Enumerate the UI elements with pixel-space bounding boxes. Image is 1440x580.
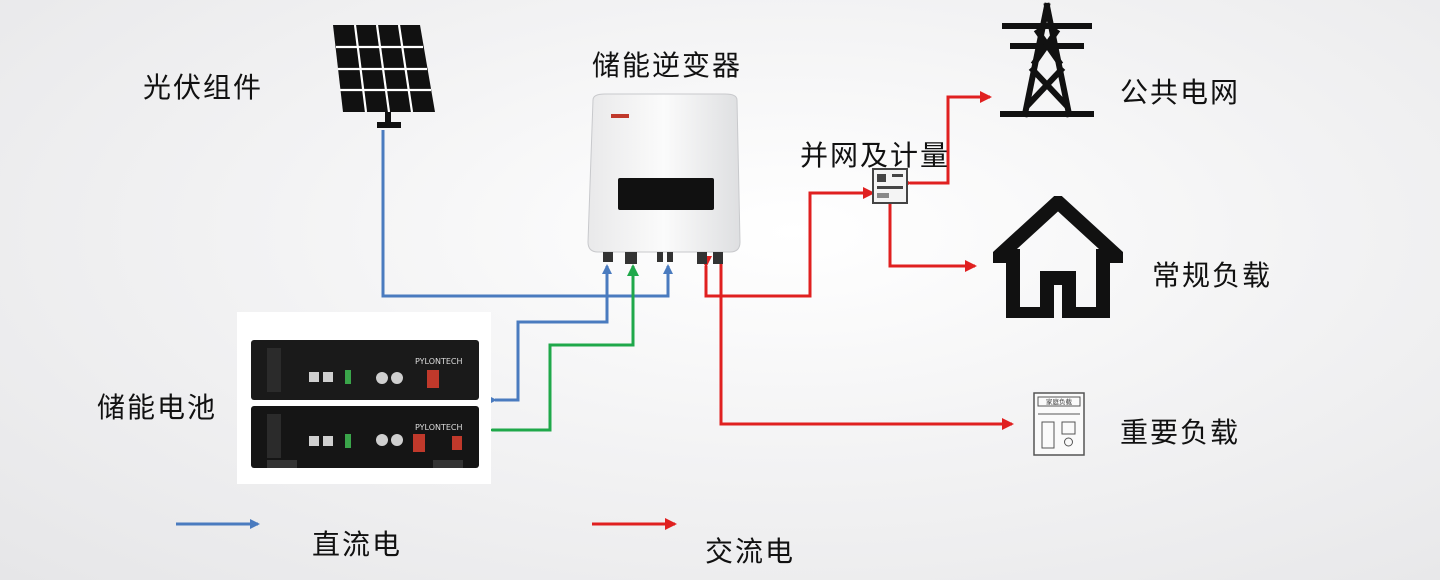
battery-card: PYLONTECH PYLONTECH [237, 312, 491, 484]
transmission-tower-icon [1000, 2, 1094, 118]
battery-green-wire [482, 264, 639, 436]
important-load-box-label: 家庭负载 [1046, 397, 1073, 406]
legend-ac-label: 交流电 [705, 535, 796, 568]
grid-metering-label: 并网及计量 [800, 139, 951, 172]
public-grid-label: 公共电网 [1120, 76, 1241, 109]
inverter-icon [587, 93, 741, 264]
inverter-to-important-load-wire [719, 262, 1014, 430]
battery-brand-top: PYLONTECH [415, 357, 463, 366]
storage-battery-label: 储能电池 [97, 391, 218, 424]
legend-dc-label: 直流电 [312, 528, 403, 561]
inverter-to-meter-wire [700, 187, 875, 298]
battery-rack-icon: PYLONTECH PYLONTECH [251, 340, 479, 468]
meter-to-grid-wire [900, 91, 992, 189]
important-load-label: 重要负载 [1120, 416, 1241, 449]
storage-inverter-label: 储能逆变器 [592, 49, 743, 82]
load-panel-icon: 家庭负载 [1033, 392, 1085, 456]
meter-icon [872, 168, 908, 204]
regular-load-label: 常规负载 [1152, 259, 1273, 292]
solar-panel-icon [333, 24, 435, 128]
battery-brand-bottom: PYLONTECH [415, 423, 463, 432]
meter-to-load-wire [888, 200, 977, 272]
house-icon [993, 196, 1123, 318]
pv-modules-label: 光伏组件 [143, 71, 264, 104]
